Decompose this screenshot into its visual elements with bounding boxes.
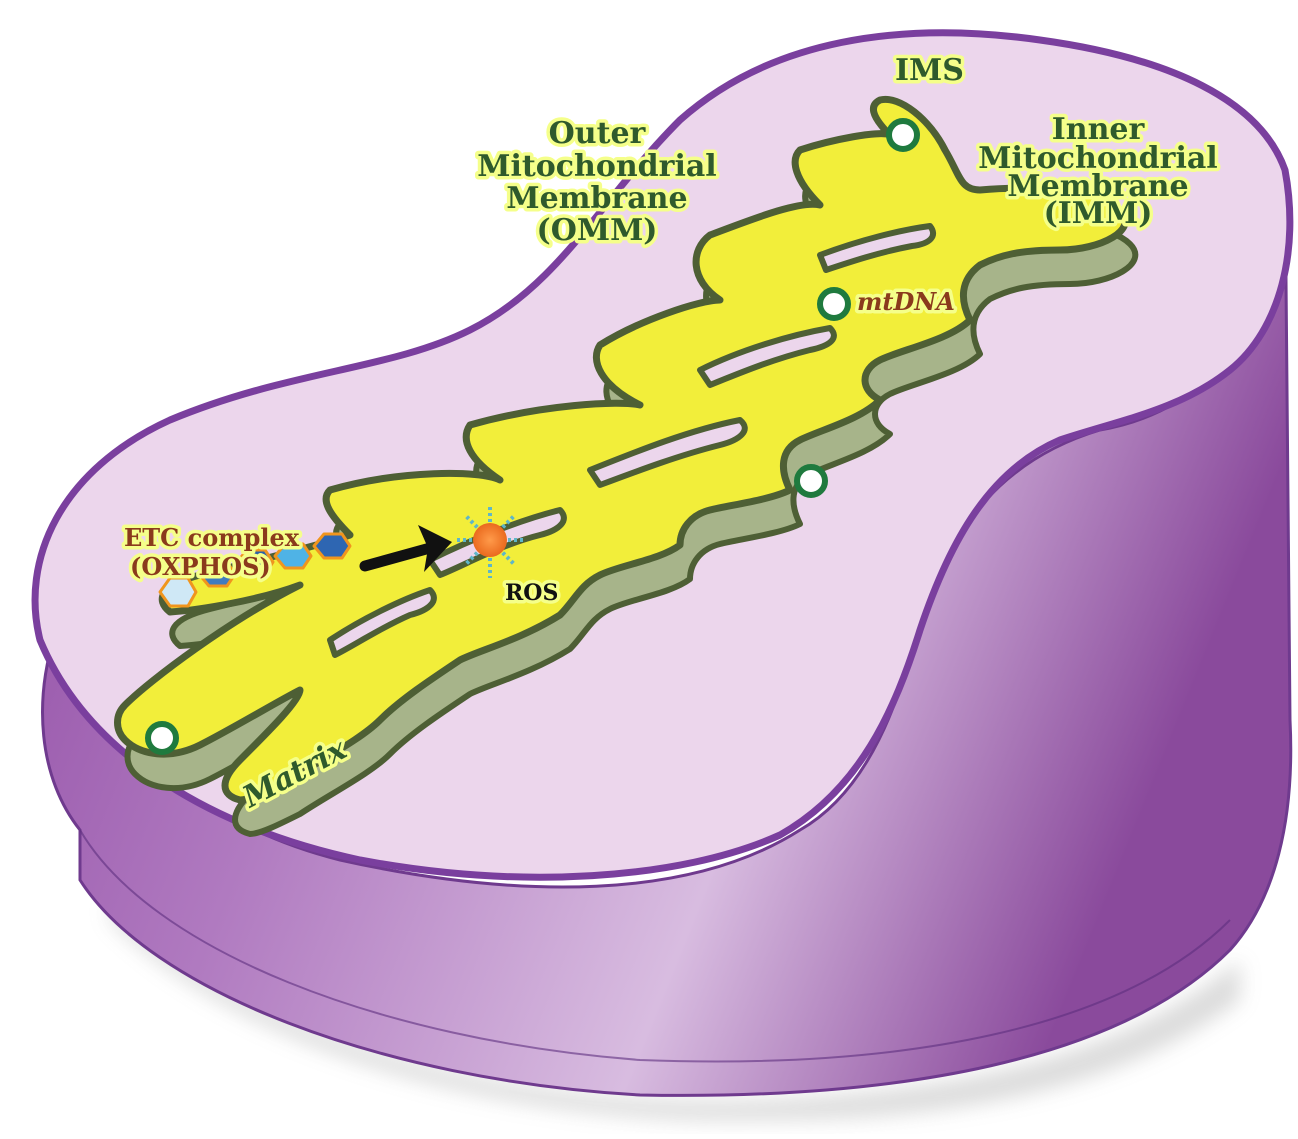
etc-label-line: (OXPHOS)	[130, 552, 271, 581]
omm-label-line: (OMM)	[537, 213, 658, 248]
ros-label: ROS	[505, 580, 558, 606]
omm-label-line: Mitochondrial	[477, 149, 716, 184]
ims-label: IMS	[895, 53, 964, 88]
imm-label-line: (IMM)	[1044, 196, 1153, 231]
omm-label-line: Outer	[549, 116, 647, 151]
mtdna-label: mtDNA	[857, 287, 955, 316]
etc-label-line: ETC complex	[124, 523, 300, 552]
omm-label-line: Membrane	[506, 181, 687, 216]
